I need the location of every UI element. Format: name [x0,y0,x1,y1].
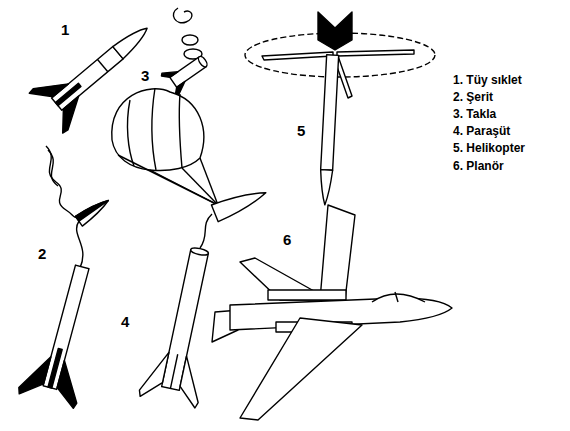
legend-item: 4. Paraşüt [453,125,510,137]
callout-number: 3 [141,68,149,83]
legend-item: 5. Helikopter [453,142,525,154]
parachute-rocket [112,88,269,408]
legend-item: 6. Planör [453,160,504,172]
callout-number: 1 [61,22,69,37]
callout-number: 2 [38,246,46,261]
tumble-rocket [160,8,213,97]
streamer-rocket [17,146,112,409]
legend-item: 3. Takla [453,108,496,120]
helicopter-rocket [245,12,435,205]
legend-item: 1. Tüy sıklet [453,74,522,86]
legend-item: 2. Şerit [453,91,493,103]
callout-number: 5 [297,123,305,138]
callout-number: 4 [121,314,129,329]
glider-rocket [212,205,452,420]
callout-number: 6 [283,232,291,247]
